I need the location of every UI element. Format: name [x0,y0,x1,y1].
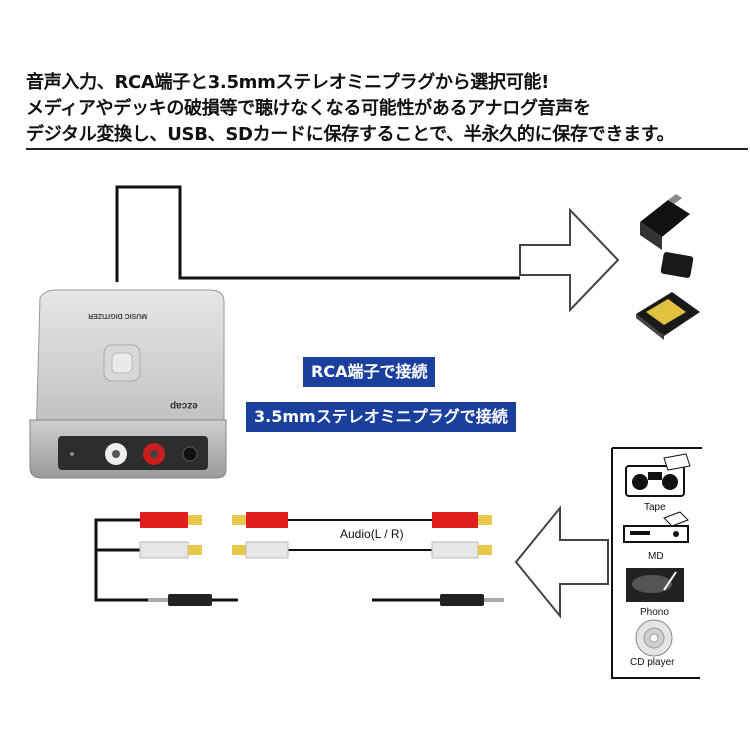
usb-drive-icon [640,194,694,278]
cable-label: Audio(L / R) [340,527,404,541]
tape-deck-icon [625,453,691,497]
mini-plug-connection-badge: 3.5mmステレオミニプラグで接続 [246,402,516,432]
output-cable [115,185,520,282]
output-arrow [519,207,620,313]
music-digitizer-device [29,289,227,479]
rca-connection-badge: RCA端子で接続 [303,357,436,387]
source-label-md: MD [648,551,664,562]
rca-cable-red [232,512,492,528]
headline-line-2: メディアやデッキの破損等で聴けなくなる可能性があるアナログ音声を [26,98,591,119]
rca-plug-left-red [140,512,202,528]
device-brand: ezcap [170,400,198,411]
md-player-icon [623,511,689,543]
rca-cable-white [232,541,492,559]
cd-icon [635,619,673,657]
headline: 音声入力、RCA端子と3.5mmステレオミニプラグから選択可能! メディアやデッ… [26,70,746,148]
input-arrow [514,505,609,619]
source-label-phono: Phono [640,607,669,618]
turntable-icon [626,568,684,602]
sd-card-icon [636,292,700,340]
device-top-label: MUSIC DIGITIZER [88,312,148,319]
mini-plug-left [148,594,238,606]
input-bus-line [94,518,150,602]
source-label-tape: Tape [644,502,666,513]
source-label-cd: CD player [630,657,675,668]
headline-line-1: 音声入力、RCA端子と3.5mmステレオミニプラグから選択可能! [26,72,550,93]
mini-plug-right [372,594,504,606]
rca-plug-left-white [139,541,202,559]
headline-line-3: デジタル変換し、USB、SDカードに保存することで、半永久的に保存できます。 [26,124,675,145]
source-bracket [611,448,700,679]
headline-underline [26,148,748,150]
